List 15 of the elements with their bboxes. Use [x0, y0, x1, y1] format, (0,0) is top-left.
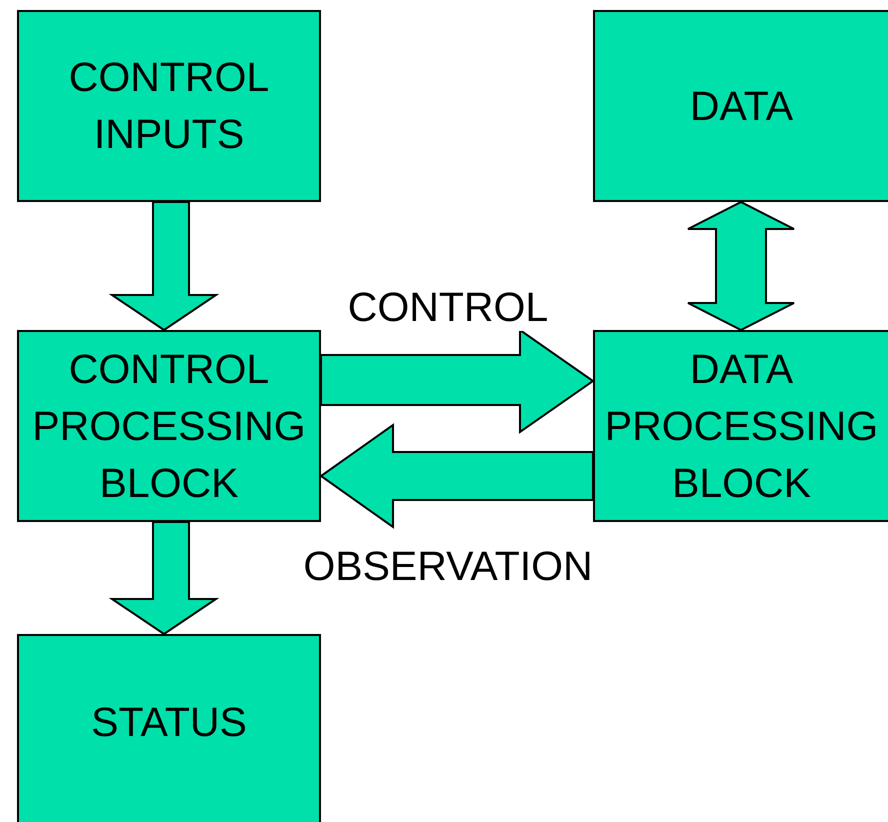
box-label: CONTROL INPUTS — [68, 53, 270, 159]
block-arrow — [320, 328, 595, 434]
process-box — [17, 10, 321, 202]
box-label: STATUS — [91, 698, 247, 746]
process-box — [593, 330, 888, 522]
process-box — [17, 330, 321, 522]
process-box — [17, 634, 321, 822]
box-label: DATA — [690, 82, 794, 130]
process-box — [593, 10, 888, 202]
block-arrow — [687, 200, 795, 332]
box-label: DATA PROCESSING BLOCK — [604, 344, 880, 508]
block-arrow — [108, 521, 220, 636]
block-arrow — [108, 201, 220, 332]
block-arrow — [319, 423, 594, 529]
box-label: CONTROL PROCESSING BLOCK — [31, 344, 307, 508]
